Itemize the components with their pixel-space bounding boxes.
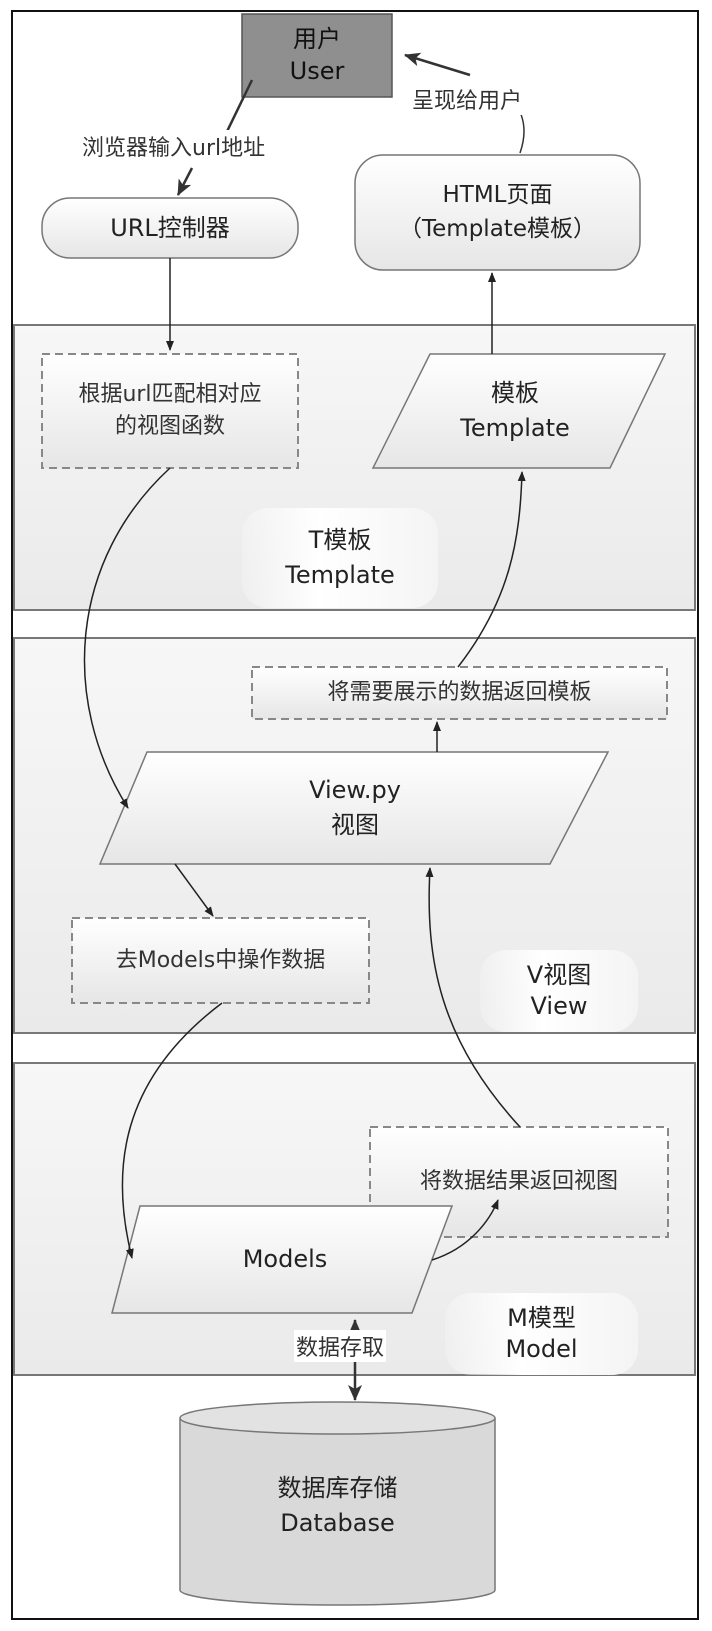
user-label: 用户 User (242, 14, 392, 97)
panel-template-badge (242, 508, 438, 608)
edge-view-to-gomodels (174, 863, 214, 917)
user-label-en: User (289, 56, 345, 85)
view-py-label: View.py 视图 (120, 752, 590, 864)
html-page-text-2: （Template模板） (399, 215, 596, 242)
return-to-template-label: 将需要展示的数据返回模板 (252, 667, 667, 719)
user-node (241, 13, 393, 98)
view-py-text-2: 视图 (331, 811, 379, 839)
match-view-text-2: 的视图函数 (114, 414, 225, 439)
edge-return-to-template (457, 471, 526, 668)
template-node-text-1: 模板 (491, 379, 539, 408)
edge-gomodels-to-models (121, 1002, 223, 1259)
edge-label-present-to-user: 呈现给用户 (410, 83, 525, 115)
panel-view-text-2: View (530, 992, 588, 1020)
panel-model-badge (445, 1293, 638, 1375)
template-node-label: 模板 Template (390, 354, 640, 468)
view-py-node (98, 751, 610, 865)
go-models-node (71, 917, 370, 1004)
models-label: Models (140, 1206, 430, 1313)
edge-user-to-url-head (176, 167, 194, 196)
edge-html-to-user-head (404, 52, 471, 77)
return-to-template-node (251, 666, 668, 720)
panel-view-badge (480, 950, 638, 1032)
panel-template-label: T模板 Template (242, 508, 438, 608)
models-text: Models (242, 1245, 328, 1274)
match-view-text-1: 根据url匹配相对应 (78, 382, 262, 408)
url-controller-text: URL控制器 (110, 213, 230, 242)
database-node (179, 1401, 496, 1606)
edge-match-to-view (83, 467, 171, 809)
panel-template-text-2: Template (285, 561, 395, 589)
database-text-2: Database (280, 1509, 395, 1537)
return-to-view-text: 将数据结果返回视图 (419, 1169, 618, 1195)
edge-returnview-to-view (425, 867, 521, 1128)
html-page-label: HTML页面 （Template模板） (355, 155, 640, 270)
go-models-text: 去Models中操作数据 (115, 947, 326, 973)
panel-view-text-1: V视图 (526, 960, 592, 989)
user-label-zh: 用户 (293, 25, 341, 54)
edge-label-data-access: 数据存取 (294, 1330, 387, 1362)
view-py-text-1: View.py (309, 776, 401, 805)
edge-html-to-user (519, 111, 525, 154)
database-label: 数据库存储 Database (180, 1436, 495, 1576)
panel-model-label: M模型 Model (445, 1293, 638, 1375)
match-view-label: 根据url匹配相对应 的视图函数 (42, 354, 298, 468)
url-controller-label: URL控制器 (42, 198, 298, 258)
panel-model-text-2: Model (505, 1335, 578, 1363)
template-node (371, 353, 667, 469)
edge-label-browser-input: 浏览器输入url地址 (80, 130, 268, 162)
edge-models-to-returnview (431, 1199, 499, 1261)
models-node (111, 1205, 454, 1314)
return-to-template-text: 将需要展示的数据返回模板 (327, 680, 592, 706)
html-page-text-1: HTML页面 (442, 182, 553, 209)
template-node-text-2: Template (460, 414, 570, 442)
database-text-1: 数据库存储 (277, 1474, 398, 1503)
return-to-view-label: 将数据结果返回视图 (370, 1127, 668, 1237)
panel-view-label: V视图 View (480, 950, 638, 1032)
html-page-node (354, 154, 641, 271)
panel-template-text-1: T模板 (308, 526, 372, 555)
go-models-label: 去Models中操作数据 (72, 918, 369, 1003)
diagram-frame (11, 10, 699, 1620)
panel-model-text-1: M模型 (507, 1303, 576, 1332)
